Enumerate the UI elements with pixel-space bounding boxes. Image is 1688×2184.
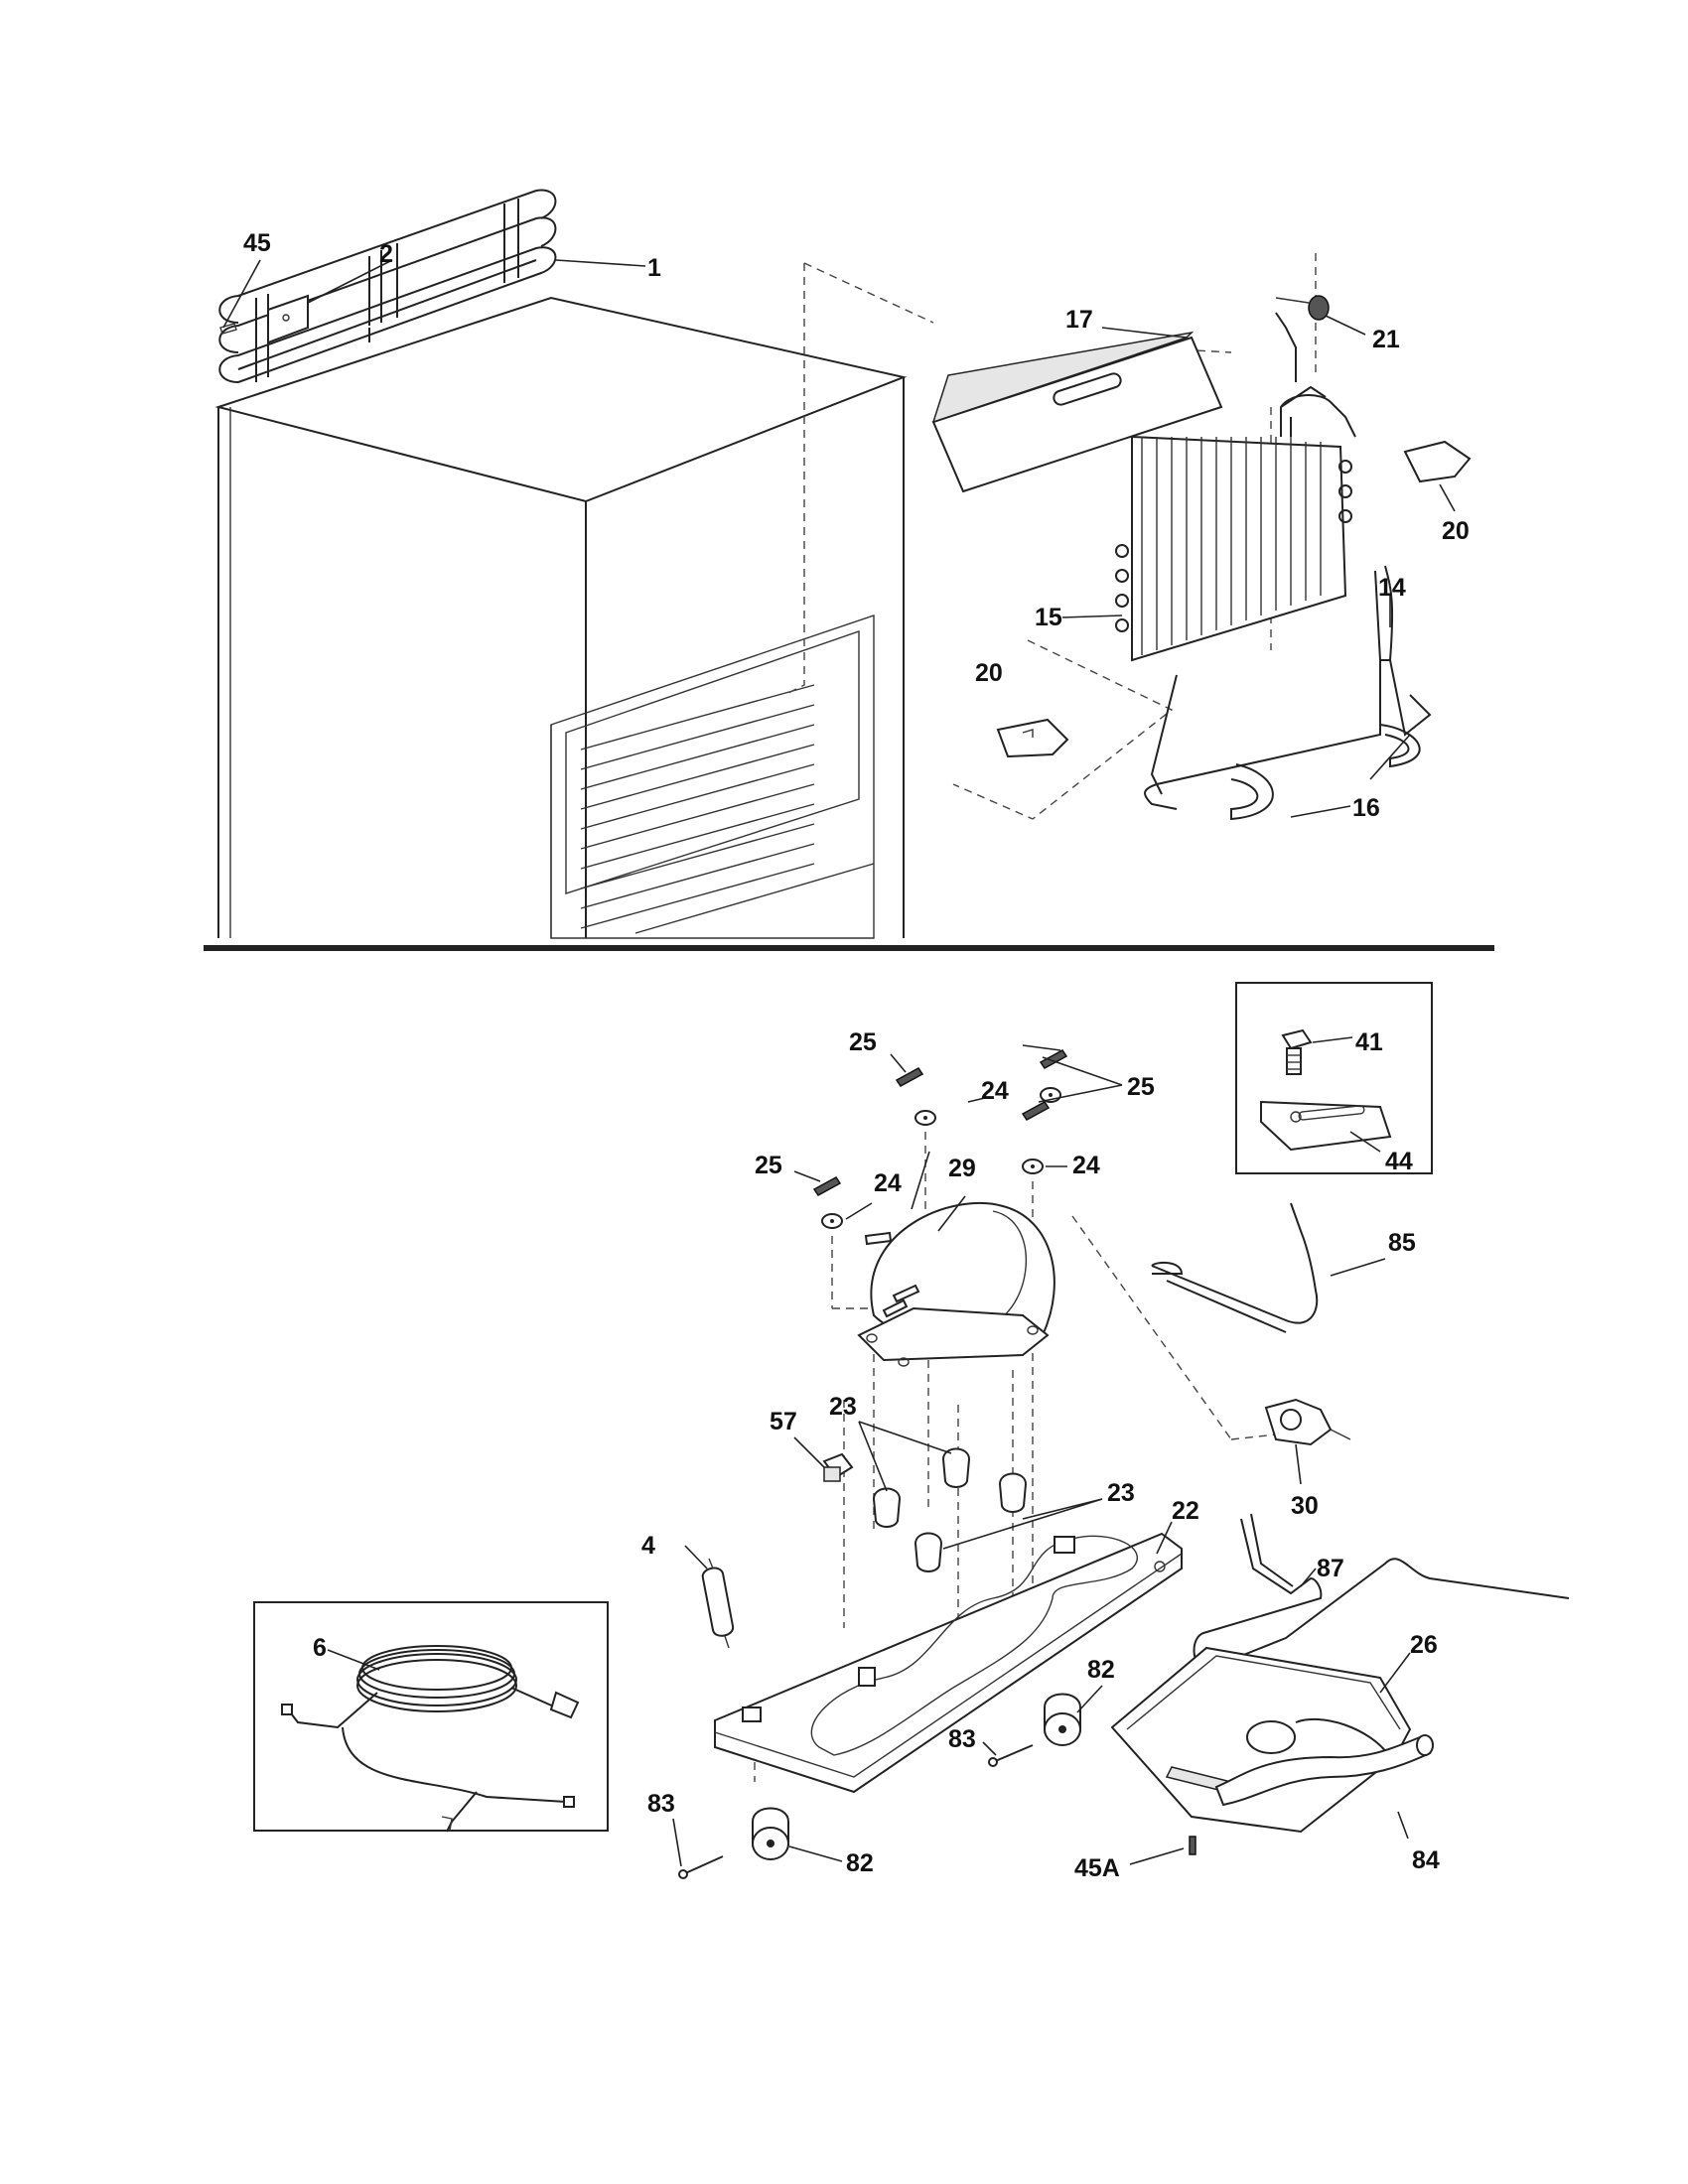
mount-bolts (812, 1049, 1068, 1196)
evaporator-cover (931, 331, 1223, 493)
callout-4: 4 (641, 1532, 655, 1560)
compressor (857, 1201, 1055, 1367)
condensate-drain-tube (1151, 1202, 1319, 1333)
callout-24-top: 24 (981, 1077, 1009, 1105)
callout-29: 29 (948, 1155, 976, 1182)
callout-15: 15 (1035, 604, 1062, 631)
callout-45A: 45A (1074, 1854, 1120, 1882)
callout-23-top: 23 (829, 1393, 857, 1421)
thermal-sensor (1275, 295, 1330, 321)
callout-24-right: 24 (1072, 1152, 1100, 1179)
compressor-grommets (872, 1447, 1028, 1572)
callout-23-right: 23 (1107, 1479, 1135, 1507)
evaporator (1115, 385, 1356, 662)
callout-45: 45 (243, 229, 271, 257)
cabinet (214, 296, 908, 939)
leader-lines-top (222, 259, 1456, 818)
defrost-heater (1144, 565, 1432, 810)
drain-pan (1110, 1646, 1412, 1834)
callout-25-right: 25 (1127, 1073, 1155, 1101)
callout-17: 17 (1065, 306, 1093, 334)
callout-44: 44 (1385, 1148, 1413, 1175)
condenser-coil (218, 189, 557, 383)
section-divider (204, 945, 1494, 951)
callout-20-right: 20 (1442, 517, 1470, 545)
callout-84: 84 (1412, 1846, 1440, 1874)
overload-protector (1264, 1398, 1351, 1446)
filter-drier (701, 1558, 735, 1649)
callout-20-left: 20 (975, 659, 1003, 687)
callout-83-right: 83 (948, 1725, 976, 1753)
condenser-bracket (219, 294, 309, 344)
evaporator-hangers (1230, 724, 1421, 821)
callout-16: 16 (1352, 794, 1380, 822)
base-feet (752, 1693, 1081, 1860)
drain-pan-screw (1189, 1836, 1196, 1855)
leader-lines-bottom (327, 1044, 1411, 1867)
callout-6: 6 (313, 1634, 327, 1662)
discharge-tube (1193, 1513, 1570, 1672)
callout-82-right: 82 (1087, 1656, 1115, 1684)
callout-57: 57 (770, 1408, 797, 1435)
power-cord-inset-box (253, 1601, 609, 1833)
callout-25-top: 25 (849, 1028, 877, 1056)
callout-labels: 45 2 1 17 21 20 14 15 20 16 25 24 25 25 … (243, 229, 1470, 1882)
foot-screws (678, 1744, 1034, 1879)
callout-2: 2 (379, 240, 393, 268)
callout-83-left: 83 (647, 1790, 675, 1818)
callout-87: 87 (1317, 1555, 1344, 1582)
callout-1: 1 (647, 254, 661, 282)
overload-clip (822, 1452, 854, 1482)
callout-82-left: 82 (846, 1849, 874, 1877)
callout-22: 22 (1172, 1497, 1199, 1525)
hardware-inset-box (1235, 982, 1433, 1174)
compressor-base-plate (714, 1532, 1183, 1794)
mounting-bracket-right (1403, 440, 1472, 483)
mounting-bracket-left (996, 718, 1069, 758)
washers (821, 1087, 1061, 1229)
drain-hose (1214, 1734, 1434, 1807)
callout-85: 85 (1388, 1229, 1416, 1257)
callout-25-left: 25 (755, 1152, 782, 1179)
callout-41: 41 (1355, 1028, 1383, 1056)
callout-26: 26 (1410, 1631, 1438, 1659)
callout-30: 30 (1291, 1492, 1319, 1520)
callout-21: 21 (1372, 326, 1400, 353)
drain-heater-lead (1275, 312, 1297, 382)
callout-14: 14 (1378, 574, 1406, 602)
callout-24-left: 24 (874, 1169, 902, 1197)
